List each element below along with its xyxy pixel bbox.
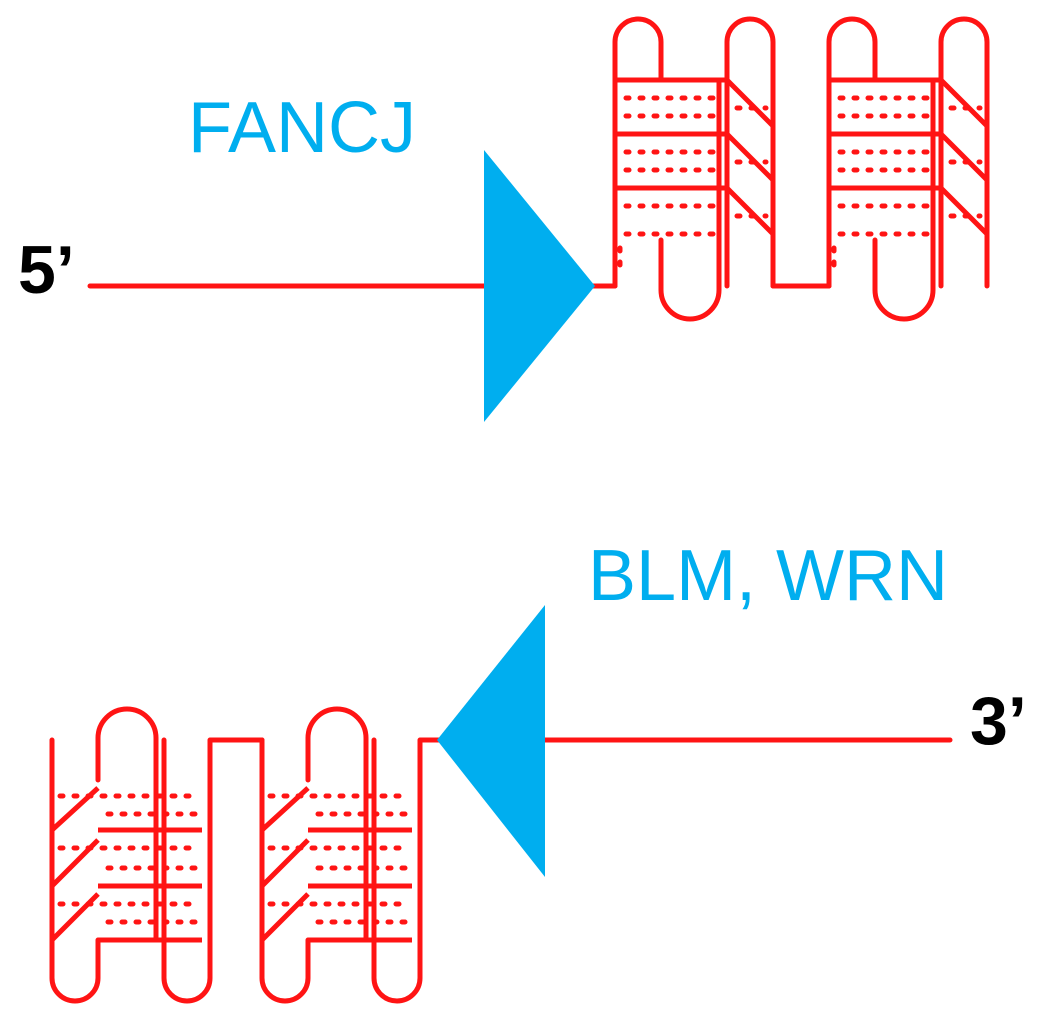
bottom-g4-1-loop-b	[95, 706, 159, 943]
fancj-label: FANCJ	[188, 88, 416, 168]
blm-wrn-arrowhead-icon	[437, 605, 545, 877]
bottom-g4-1-diag-3	[50, 892, 100, 942]
bottom-g4-2-diag-3	[260, 892, 310, 942]
fancj-arrowhead-icon	[484, 150, 595, 422]
three-prime-label: 3’	[970, 683, 1027, 759]
top-g4-1-loop-a	[612, 16, 664, 289]
top-g4-1-diag-1	[725, 78, 775, 128]
top-g4-2-diag-2	[939, 132, 989, 182]
top-g4-2-loop-b	[872, 77, 936, 322]
top-g4-1-diag-2	[725, 132, 775, 182]
blm-wrn-label: BLM, WRN	[588, 536, 948, 616]
top-g4-1-diag-3	[725, 186, 775, 236]
top-g4-2-loop-c	[938, 16, 990, 289]
top-panel: FANCJ 5’	[18, 16, 990, 422]
five-prime-label: 5’	[18, 232, 75, 308]
bottom-g4-2-loop-a	[259, 737, 311, 1004]
bottom-g4-1-loop-c	[161, 737, 265, 1004]
top-g-quadruplex-2	[826, 16, 990, 322]
bottom-g-quadruplex-2	[259, 706, 433, 1004]
top-g4-2-loop-a	[826, 16, 878, 289]
bottom-g4-1-loop-a	[49, 737, 101, 1004]
top-g4-1-loop-c	[724, 16, 776, 289]
top-g4-1-loop-b	[658, 77, 722, 322]
bottom-panel: BLM, WRN 3’	[49, 536, 1027, 1004]
bottom-g4-2-loop-b	[305, 706, 369, 943]
top-g4-2-diag-3	[939, 186, 989, 236]
bottom-g4-2-loop-c	[371, 737, 433, 1004]
top-g-quadruplex-1	[612, 16, 776, 322]
bottom-g-quadruplex-1	[49, 706, 265, 1004]
top-g4-2-diag-1	[939, 78, 989, 128]
